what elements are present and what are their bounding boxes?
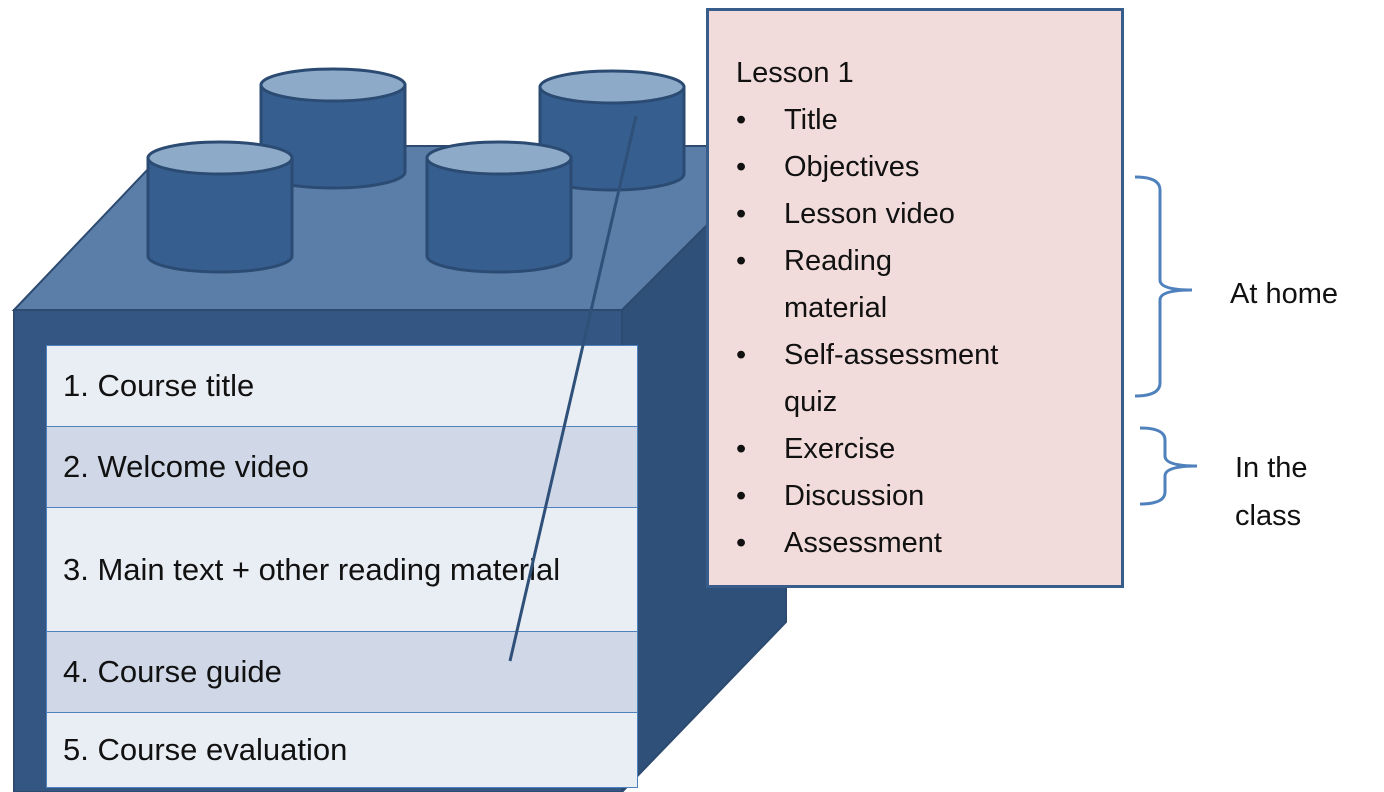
lesson-item: Self-assessment quiz bbox=[736, 332, 1054, 426]
lesson-item: Objectives bbox=[736, 144, 1109, 191]
table-row: 1. Course title bbox=[46, 345, 638, 427]
stud-front-right bbox=[425, 140, 573, 274]
course-components-table: 1. Course title 2. Welcome video 3. Main… bbox=[46, 345, 638, 788]
lesson-items: Title Objectives Lesson video Reading ma… bbox=[736, 97, 1109, 567]
lesson-item: Exercise bbox=[736, 426, 1109, 473]
brace-in-class bbox=[1139, 426, 1198, 506]
label-at-home: At home bbox=[1230, 278, 1338, 310]
lesson-item: Discussion bbox=[736, 473, 1109, 520]
lesson-item: Reading material bbox=[736, 238, 974, 332]
brace-at-home bbox=[1134, 175, 1193, 398]
lesson-title: Lesson 1 bbox=[736, 57, 854, 89]
table-row: 5. Course evaluation bbox=[46, 712, 638, 788]
lesson-item: Assessment bbox=[736, 520, 1109, 567]
label-in-class: In the class bbox=[1235, 452, 1308, 532]
table-row: 3. Main text + other reading material bbox=[46, 507, 638, 632]
lesson-item: Lesson video bbox=[736, 191, 1109, 238]
component-course-title: 1. Course title bbox=[46, 345, 638, 427]
component-course-guide: 4. Course guide bbox=[46, 631, 638, 713]
table-row: 4. Course guide bbox=[46, 631, 638, 713]
component-reading-material: 3. Main text + other reading material bbox=[46, 507, 638, 632]
component-course-evaluation: 5. Course evaluation bbox=[46, 712, 638, 788]
lesson-item: Title bbox=[736, 97, 1109, 144]
table-row: 2. Welcome video bbox=[46, 426, 638, 508]
lesson-box: Lesson 1 Title Objectives Lesson video R… bbox=[706, 8, 1124, 588]
component-welcome-video: 2. Welcome video bbox=[46, 426, 638, 508]
stud-front-left bbox=[146, 140, 294, 274]
